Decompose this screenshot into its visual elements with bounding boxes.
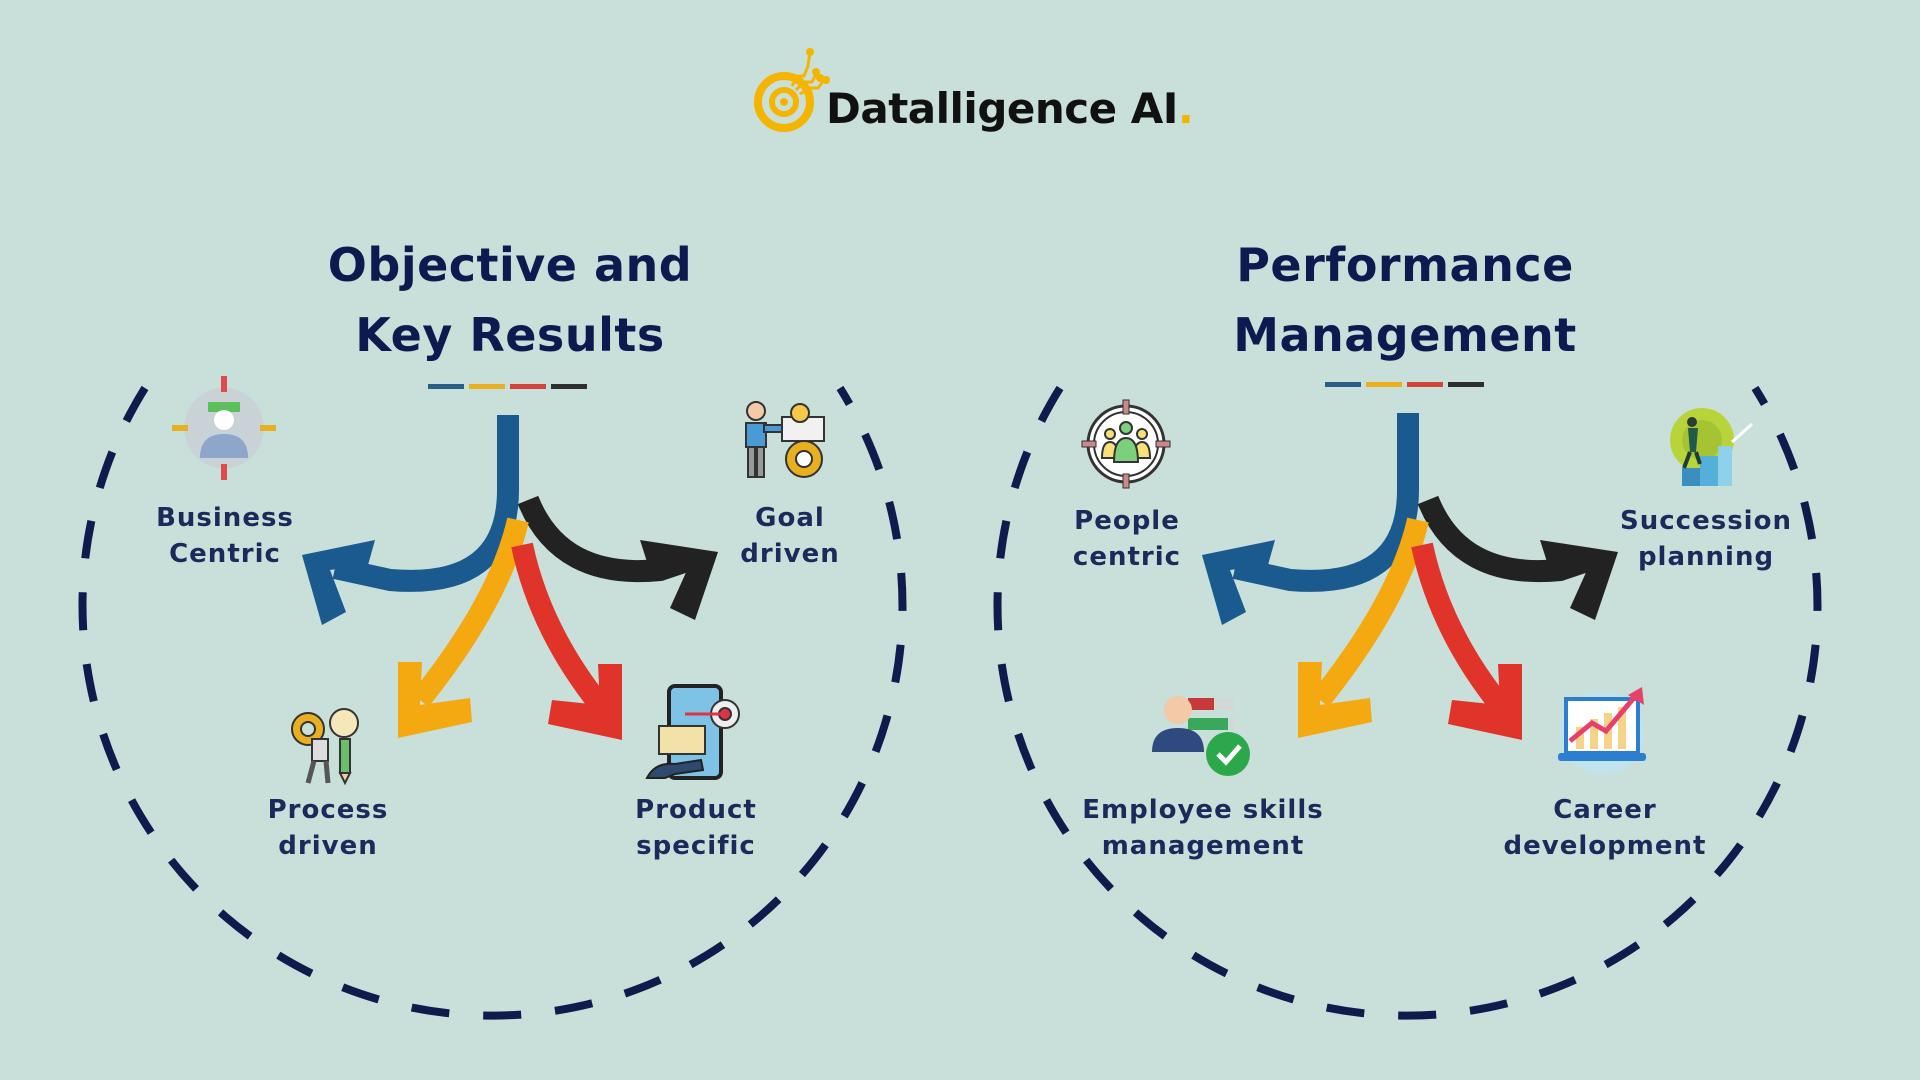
label-line1: Goal bbox=[755, 503, 825, 533]
label-line1: Process bbox=[267, 795, 389, 825]
label-line2: Centric bbox=[169, 539, 281, 569]
label-line2: planning bbox=[1637, 542, 1775, 572]
item-product-specific: Product specific bbox=[566, 792, 826, 864]
okr-dashed-arc bbox=[78, 385, 907, 1020]
arrow-blue-people bbox=[1232, 413, 1419, 592]
label-line2: management bbox=[1101, 831, 1305, 861]
item-goal-driven: Goal driven bbox=[660, 500, 920, 572]
performance-title-line1: Performance bbox=[1236, 238, 1574, 292]
presenter-gear-bulb-icon bbox=[745, 401, 825, 478]
stairs-climber-icon bbox=[1670, 408, 1754, 486]
brand-name: Datalligence AI. bbox=[826, 84, 1194, 133]
performance-dashed-arc bbox=[993, 385, 1822, 1020]
arrow-yellow-skills bbox=[1311, 517, 1429, 707]
performance-color-underline bbox=[1325, 382, 1484, 387]
label-line1: Business bbox=[156, 503, 294, 533]
label-line2: driven bbox=[278, 831, 378, 861]
label-line1: Employee skills bbox=[1082, 795, 1324, 825]
arrow-red-career bbox=[1411, 542, 1509, 712]
target-circuit-logo-icon bbox=[754, 48, 830, 132]
label-line1: Product bbox=[635, 795, 757, 825]
label-line1: Career bbox=[1553, 795, 1657, 825]
performance-arrows bbox=[1202, 413, 1618, 740]
label-line2: specific bbox=[636, 831, 756, 861]
arrow-black-succession bbox=[1417, 495, 1594, 583]
item-career-development: Career development bbox=[1475, 792, 1735, 864]
okr-title: Objective and Key Results bbox=[250, 230, 770, 370]
people-target-icon bbox=[1081, 399, 1171, 489]
employee-skills-check-icon bbox=[1152, 696, 1250, 776]
performance-title-line2: Management bbox=[1233, 308, 1577, 362]
arrow-black-goal bbox=[517, 495, 694, 583]
label-line2: development bbox=[1503, 831, 1707, 861]
okr-arrows bbox=[302, 415, 718, 740]
item-employee-skills-management: Employee skills management bbox=[1053, 792, 1353, 864]
item-business-centric: Business Centric bbox=[95, 500, 355, 572]
okr-title-line2: Key Results bbox=[355, 308, 665, 362]
item-succession-planning: Succession planning bbox=[1576, 503, 1836, 575]
brand-name-text: Datalligence AI bbox=[826, 84, 1178, 133]
label-line2: driven bbox=[740, 539, 840, 569]
performance-title: Performance Management bbox=[1145, 230, 1665, 370]
okr-title-line1: Objective and bbox=[327, 238, 693, 292]
arrow-blue-business bbox=[332, 415, 519, 592]
label-line2: centric bbox=[1072, 542, 1182, 572]
arrow-yellow-process bbox=[411, 517, 529, 707]
item-people-centric: People centric bbox=[997, 503, 1257, 575]
phone-target-hand-icon bbox=[645, 684, 740, 780]
arrow-red-product bbox=[511, 542, 609, 712]
label-line1: People bbox=[1074, 506, 1180, 536]
gear-bulb-pencil-icon bbox=[291, 708, 359, 785]
item-process-driven: Process driven bbox=[198, 792, 458, 864]
laptop-growth-chart-icon bbox=[1558, 687, 1646, 775]
label-line1: Succession bbox=[1620, 506, 1792, 536]
business-person-target-icon bbox=[172, 376, 276, 480]
brand-logo: Datalligence AI. bbox=[752, 46, 1194, 136]
brand-dot: . bbox=[1177, 84, 1194, 133]
okr-color-underline bbox=[428, 384, 587, 389]
